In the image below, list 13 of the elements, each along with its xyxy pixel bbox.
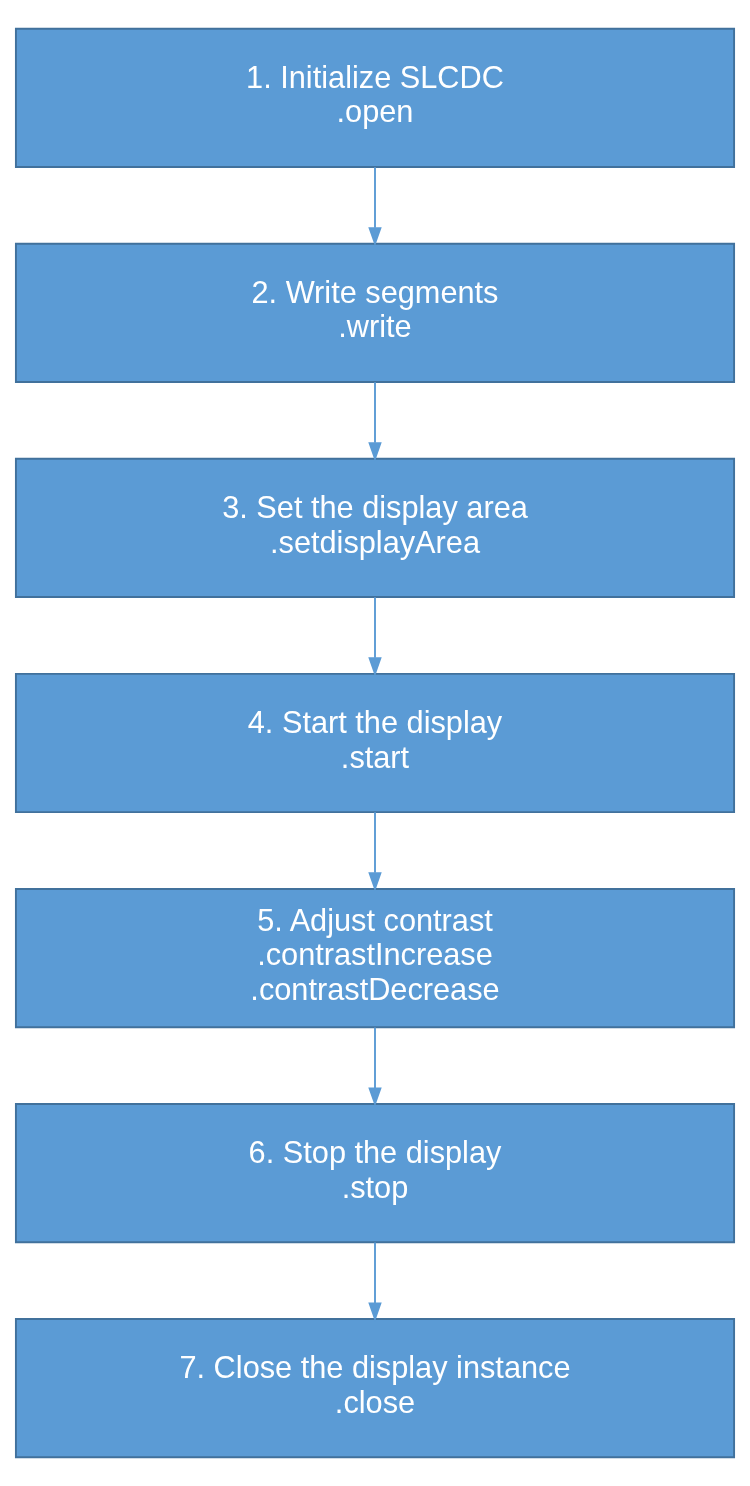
node-box: 7. Close the display instance .close	[14, 1318, 736, 1459]
arrow	[368, 1026, 382, 1107]
arrow	[368, 166, 382, 247]
arrow	[368, 811, 382, 892]
node-box: 1. Initialize SLCDC .open	[14, 27, 736, 168]
node-box: 4. Start the display .start	[14, 672, 736, 814]
node-box: 3. Set the display area .setdisplayArea	[14, 457, 736, 598]
node-box: 2. Write segments .write	[14, 242, 736, 383]
node-box: 6. Stop the display .stop	[14, 1103, 736, 1244]
arrow	[368, 1241, 382, 1322]
node-box: 5. Adjust contrast .contrastIncrease .contrastDecrease	[14, 888, 736, 1029]
arrow	[368, 596, 382, 677]
arrow	[368, 381, 382, 462]
